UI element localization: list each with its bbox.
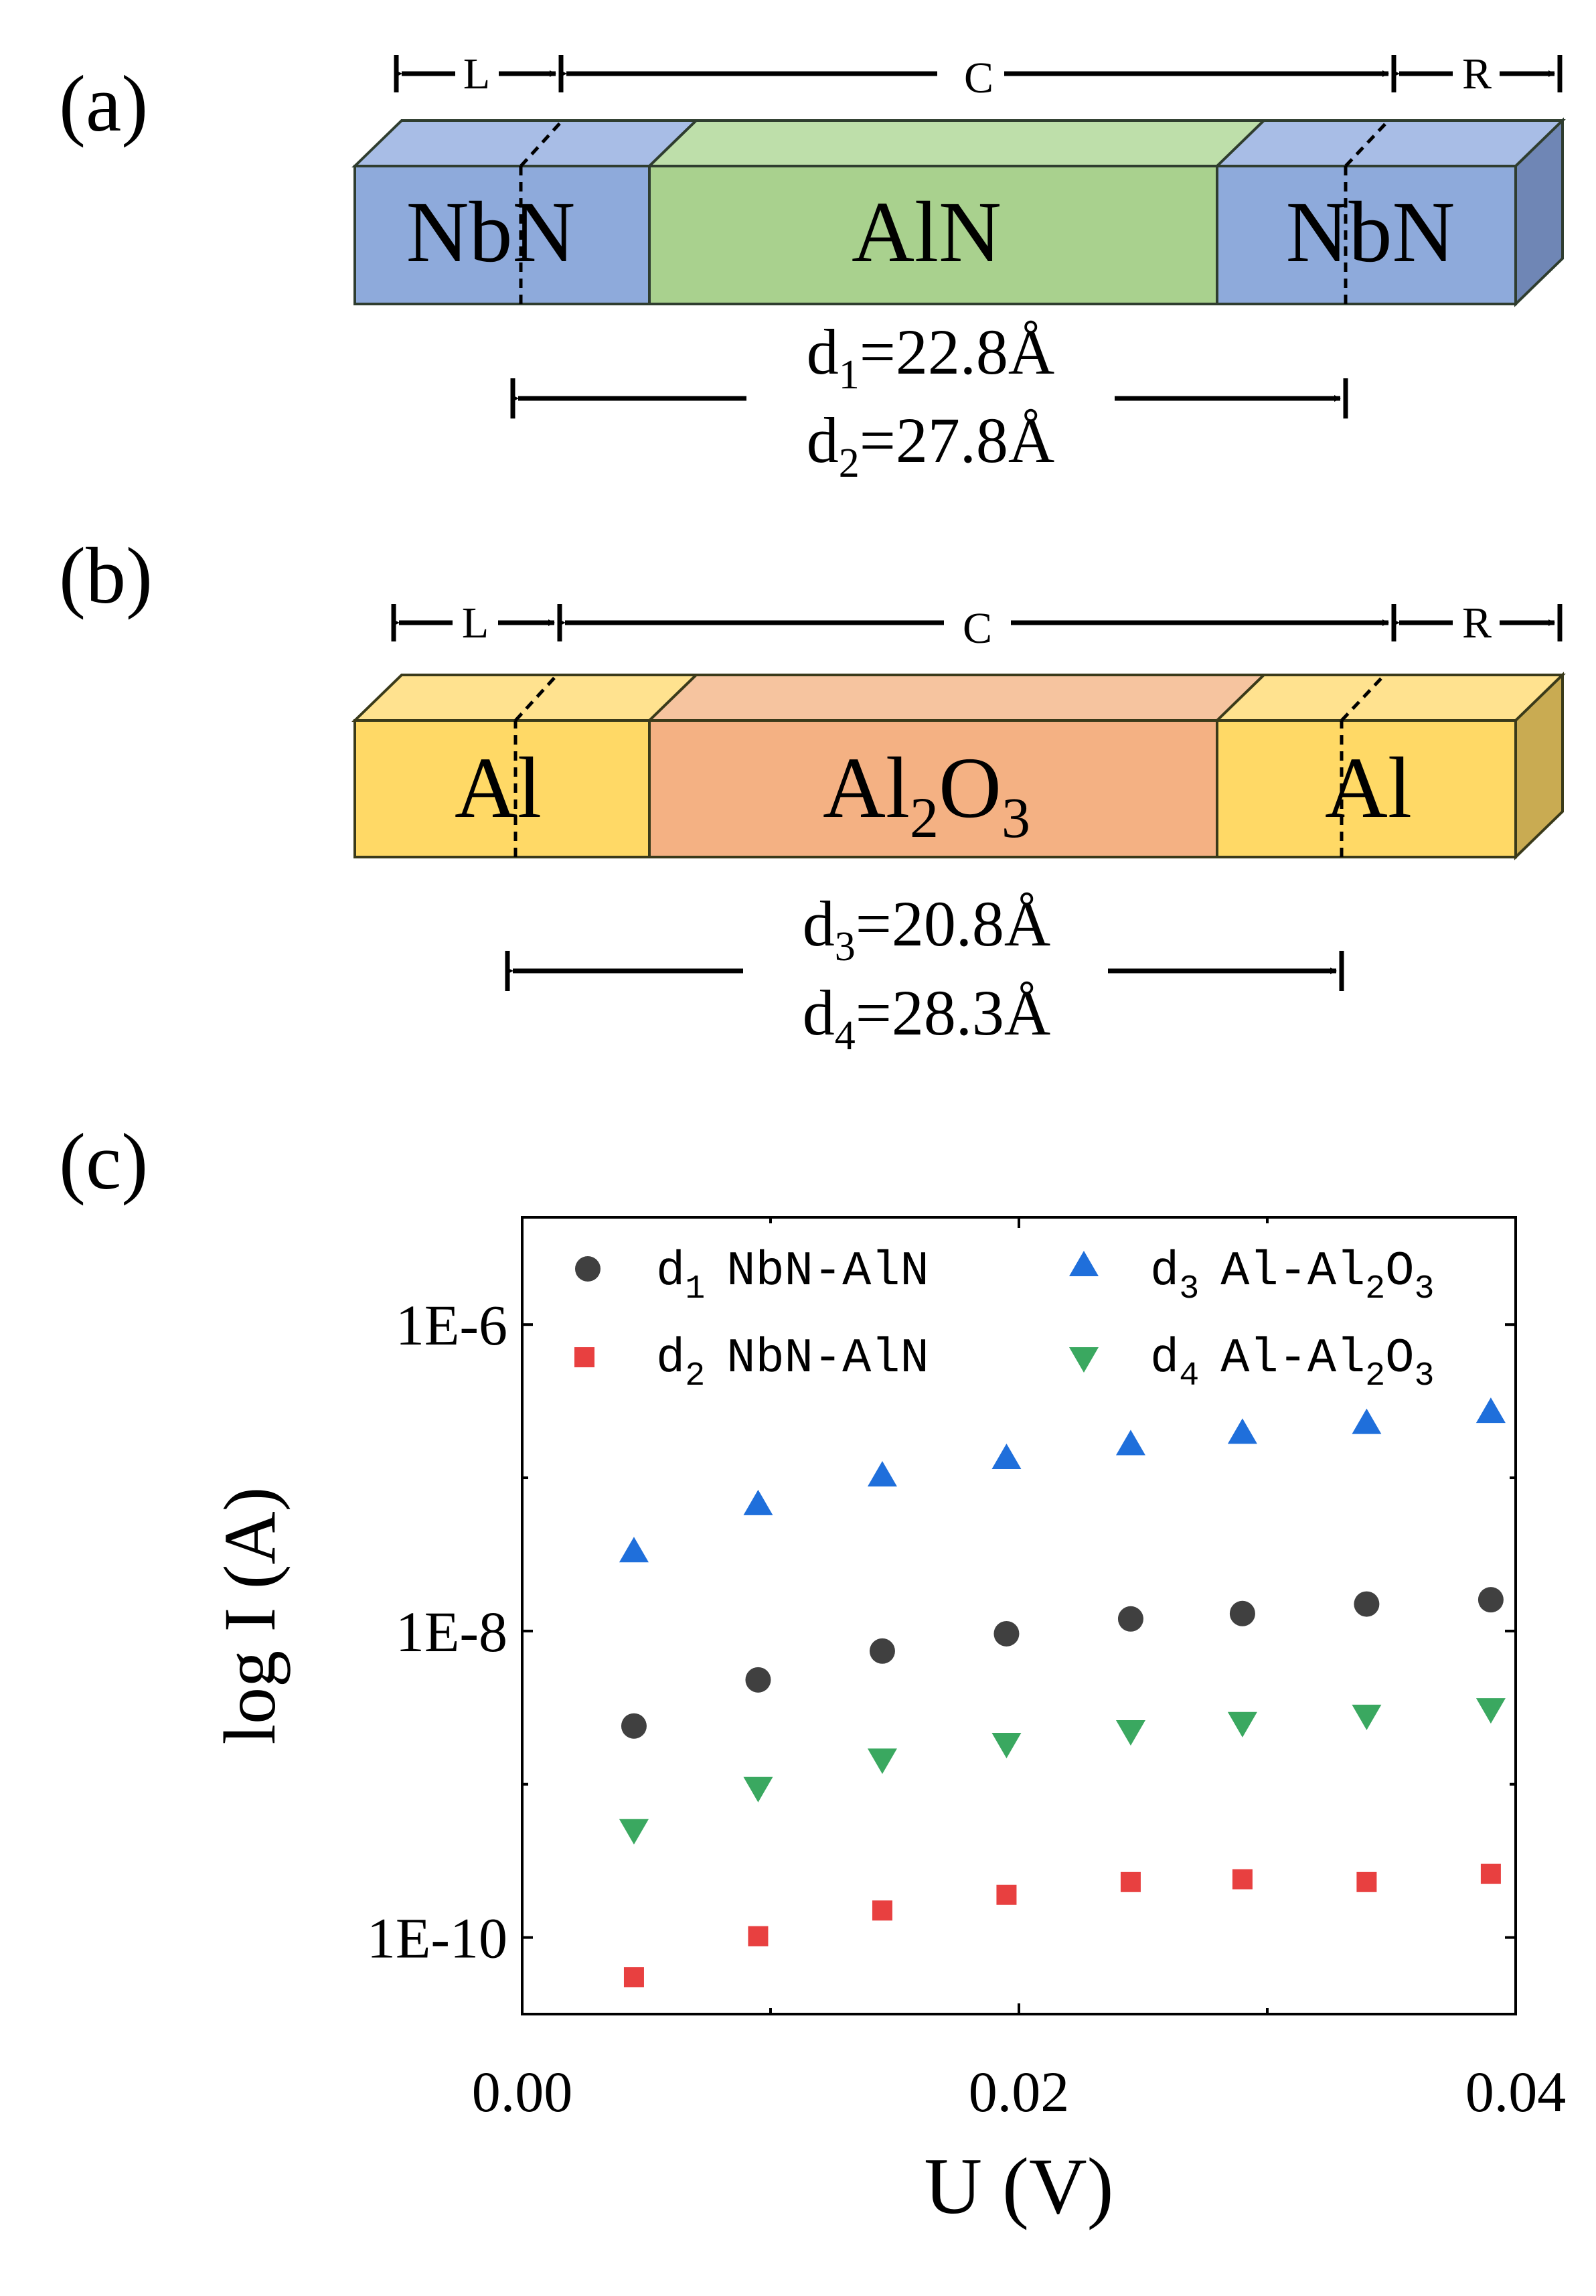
- panel-b: (b) L C R: [59, 531, 1566, 1059]
- y-axis-label: log I (A): [209, 1487, 291, 1745]
- data-marks: [619, 1397, 1506, 1987]
- point-d4-1: [619, 1819, 649, 1845]
- point-d2-3: [872, 1900, 892, 1921]
- x-axis-label: U (V): [924, 2141, 1113, 2230]
- point-d1-6: [1229, 1600, 1255, 1626]
- x-tick-label: 0.00: [472, 2060, 573, 2124]
- point-d2-7: [1356, 1871, 1377, 1892]
- point-d2-1: [623, 1967, 644, 1987]
- panel-a-region-right-label: R: [1462, 50, 1492, 98]
- point-d3-7: [1352, 1408, 1382, 1434]
- panel-a-device-block: [351, 117, 1566, 307]
- legend-marker-d3: [1069, 1251, 1099, 1276]
- panel-a-thickness-dimension: [510, 378, 1348, 418]
- point-d2-5: [1120, 1871, 1141, 1892]
- point-d4-5: [1115, 1719, 1145, 1746]
- legend-marker-d4: [1069, 1347, 1099, 1373]
- panel-a-top-right-face: [1214, 119, 1566, 167]
- panel-a-d1-label: d1=22.8Å: [807, 316, 1054, 398]
- panel-a-dashed-boundaries: [519, 119, 1390, 304]
- panel-b-d3-label: d3=20.8Å: [803, 888, 1050, 970]
- point-d4-3: [867, 1748, 897, 1774]
- panel-b-region-center-label: C: [963, 604, 992, 653]
- point-d2-4: [996, 1884, 1017, 1905]
- panel-c-label: (c): [59, 1117, 148, 1206]
- point-d3-8: [1475, 1397, 1506, 1424]
- panel-b-left-electrode: [353, 719, 651, 858]
- panel-b-thickness-dimension: [505, 951, 1344, 991]
- point-d4-4: [991, 1732, 1022, 1758]
- panel-a-d2-label: d2=27.8Å: [807, 404, 1054, 486]
- panel-c: (c) 0.00 0.02 0.04 1E-6 1E-8 1E-10 U (V) log…: [59, 1117, 1566, 2230]
- chart: 0.00 0.02 0.04 1E-6 1E-8 1E-10 U (V) log I (…: [209, 1216, 1567, 2230]
- panel-a-top-center-face: [646, 119, 1267, 167]
- panel-b-barrier-label: Al2O3: [823, 740, 1030, 850]
- x-tick-label: 0.02: [969, 2060, 1070, 2124]
- panel-b-left-electrode-label: Al: [455, 740, 542, 836]
- panel-b-region-left-label: L: [462, 599, 489, 647]
- x-axis-tick-labels: 0.00 0.02 0.04: [472, 2060, 1567, 2124]
- point-d3-4: [991, 1443, 1022, 1469]
- panel-b-top-left-face: [351, 674, 700, 722]
- point-d1-1: [621, 1713, 647, 1739]
- point-d2-2: [748, 1926, 769, 1946]
- point-d3-6: [1227, 1418, 1257, 1444]
- point-d2-6: [1232, 1869, 1253, 1890]
- y-tick-label: 1E-10: [367, 1906, 507, 1971]
- panel-a-left-electrode: [353, 165, 651, 305]
- point-d2-8: [1480, 1863, 1501, 1884]
- point-d4-6: [1227, 1711, 1257, 1738]
- panel-b-right-electrode: [1216, 719, 1517, 858]
- point-d1-8: [1478, 1587, 1504, 1613]
- panel-b-region-right-label: R: [1462, 599, 1492, 647]
- legend-marker-d1: [575, 1256, 601, 1282]
- panel-b-d4-label: d4=28.3Å: [803, 977, 1050, 1059]
- y-axis-ticks: [522, 1323, 1516, 1939]
- point-d4-8: [1475, 1698, 1506, 1724]
- point-d1-4: [993, 1620, 1020, 1647]
- point-d3-3: [867, 1461, 897, 1487]
- point-d4-2: [743, 1776, 773, 1803]
- panel-a-right-electrode: [1216, 165, 1517, 305]
- panel-a-barrier: [648, 165, 1218, 305]
- panel-a: (a) L C R: [59, 50, 1566, 486]
- y-axis-tick-labels: 1E-6 1E-8 1E-10: [367, 1293, 507, 1970]
- panel-b-barrier: [648, 719, 1218, 858]
- y-tick-label: 1E-6: [396, 1293, 507, 1357]
- panel-a-region-dimension: [394, 55, 1563, 92]
- panel-b-right-electrode-label: Al: [1325, 740, 1412, 836]
- panel-b-top-center-face: [646, 674, 1267, 722]
- panel-a-left-electrode-label: NbN: [406, 184, 576, 281]
- panel-b-device-block: [351, 672, 1566, 860]
- panel-b-dashed-boundaries: [513, 674, 1386, 857]
- panel-a-right-electrode-label: NbN: [1286, 184, 1455, 281]
- legend-marker-d2: [574, 1347, 594, 1367]
- point-d1-5: [1117, 1606, 1143, 1632]
- point-d3-1: [619, 1537, 649, 1563]
- panel-a-region-left-label: L: [463, 50, 490, 98]
- x-tick-label: 0.04: [1465, 2060, 1567, 2124]
- point-d1-2: [745, 1667, 771, 1693]
- point-d3-2: [743, 1489, 773, 1515]
- point-d1-3: [869, 1638, 895, 1664]
- panel-b-top-right-face: [1214, 674, 1566, 722]
- panel-a-barrier-label: AlN: [852, 184, 1002, 281]
- panel-a-region-center-label: C: [964, 54, 993, 102]
- panel-b-label: (b): [59, 531, 153, 620]
- x-axis-ticks: [521, 1217, 1517, 2014]
- panel-a-label: (a): [59, 59, 148, 148]
- point-d4-7: [1352, 1704, 1382, 1730]
- point-d3-5: [1115, 1430, 1145, 1456]
- point-d1-7: [1354, 1591, 1380, 1617]
- panel-b-region-dimension: [391, 604, 1563, 641]
- y-tick-label: 1E-8: [396, 1600, 507, 1664]
